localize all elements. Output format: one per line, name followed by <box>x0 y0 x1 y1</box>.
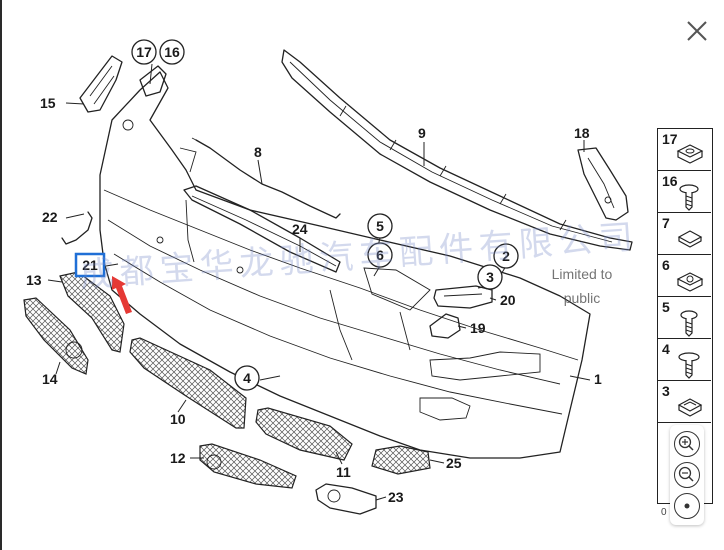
reset-view-icon <box>684 503 690 509</box>
callout-1[interactable]: 1 <box>594 371 602 387</box>
svg-text:21: 21 <box>82 257 98 273</box>
callout-10[interactable]: 10 <box>170 411 186 427</box>
svg-text:16: 16 <box>164 44 180 60</box>
leader-lines <box>47 63 591 501</box>
part-bumper-1 <box>99 71 591 459</box>
svg-text:2: 2 <box>502 248 510 264</box>
part-cover-23 <box>315 483 377 515</box>
side-item-number: 16 <box>662 173 678 189</box>
part-bracket-20 <box>433 285 493 309</box>
callout-5[interactable]: 5 <box>367 213 393 239</box>
part-bracket-16-17 <box>139 65 167 97</box>
part-grille-strip-24 <box>183 185 341 273</box>
part-grille-12 <box>199 443 297 489</box>
clip-nut-icon <box>676 272 704 292</box>
side-item-number: 17 <box>662 131 678 147</box>
callout-19[interactable]: 19 <box>470 320 486 336</box>
close-x-icon <box>687 21 707 41</box>
part-grille-13 <box>59 271 125 353</box>
callout-25[interactable]: 25 <box>446 455 462 471</box>
side-item-number: 3 <box>662 383 670 399</box>
screw-icon <box>678 352 700 379</box>
callout-3[interactable]: 3 <box>477 264 503 290</box>
part-bracket-15 <box>79 55 123 113</box>
side-item-17[interactable]: 17 <box>658 129 711 171</box>
highlight-arrow <box>112 276 132 314</box>
part-grille-10 <box>129 337 247 429</box>
callout-13[interactable]: 13 <box>26 272 42 288</box>
part-grille-25 <box>371 445 431 475</box>
part-bracket-18 <box>577 147 629 221</box>
zoom-in-icon <box>678 435 694 451</box>
callout-8[interactable]: 8 <box>254 144 262 160</box>
callout-6[interactable]: 6 <box>367 242 393 268</box>
side-item-number: 5 <box>662 299 670 315</box>
side-item-7[interactable]: 7 <box>658 213 711 255</box>
frame-edge <box>0 0 2 550</box>
callout-22[interactable]: 22 <box>42 209 58 225</box>
callout-11[interactable]: 11 <box>336 464 351 480</box>
clip-nut-icon <box>677 398 703 417</box>
callout-21-highlighted[interactable]: 21 <box>74 252 106 278</box>
zoom-out-button[interactable] <box>674 462 700 488</box>
part-wire-22 <box>61 211 93 245</box>
side-item-6[interactable]: 6 <box>658 255 711 297</box>
side-item-4[interactable]: 4 <box>658 339 711 381</box>
callout-9[interactable]: 9 <box>418 125 426 141</box>
callout-23[interactable]: 23 <box>388 489 404 505</box>
screw-icon <box>679 184 699 211</box>
part-cap-19 <box>429 313 461 339</box>
callout-14[interactable]: 14 <box>42 371 58 387</box>
callout-18[interactable]: 18 <box>574 125 590 141</box>
callout-12[interactable]: 12 <box>170 450 186 466</box>
side-item-number: 6 <box>662 257 670 273</box>
zoom-out-icon <box>678 466 694 482</box>
callout-24[interactable]: 24 <box>292 221 308 237</box>
side-panel-footer: 0 <box>661 507 667 518</box>
zoom-controls <box>670 425 704 525</box>
side-item-5[interactable]: 5 <box>658 297 711 339</box>
side-item-number: 7 <box>662 215 670 231</box>
callout-16[interactable]: 16 <box>159 39 185 65</box>
svg-text:6: 6 <box>376 247 384 263</box>
svg-text:17: 17 <box>136 44 152 60</box>
part-grille-14 <box>23 297 89 375</box>
zoom-in-button[interactable] <box>674 431 700 457</box>
callout-2[interactable]: 2 <box>493 243 519 269</box>
close-button[interactable] <box>680 14 714 48</box>
callout-15[interactable]: 15 <box>40 95 56 111</box>
callout-4[interactable]: 4 <box>234 365 260 391</box>
side-item-number: 4 <box>662 341 670 357</box>
part-strip-9 <box>281 49 633 251</box>
side-item-16[interactable]: 16 <box>658 171 711 213</box>
square-nut-icon <box>677 230 703 248</box>
callout-20[interactable]: 20 <box>500 292 516 308</box>
callout-17[interactable]: 17 <box>131 39 157 65</box>
side-item-3[interactable]: 3 <box>658 381 711 423</box>
screw-icon <box>680 310 698 337</box>
svg-text:3: 3 <box>486 269 494 285</box>
clip-nut-icon <box>676 144 704 164</box>
svg-text:4: 4 <box>243 370 251 386</box>
part-grille-11 <box>255 407 353 461</box>
reset-view-button[interactable] <box>674 493 700 519</box>
svg-text:5: 5 <box>376 218 384 234</box>
part-seal-8 <box>191 137 341 219</box>
